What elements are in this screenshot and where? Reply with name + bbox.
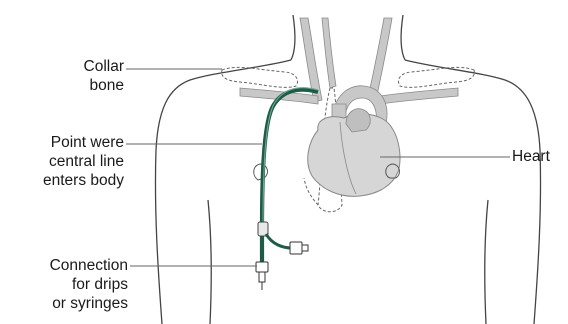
label-heart-line1: Heart [512, 147, 550, 166]
neck-right [401, 15, 405, 60]
label-collar-bone: Collar bone [84, 57, 124, 95]
label-collar-bone-line2: bone [84, 76, 124, 95]
right-subclavian [380, 88, 458, 104]
heart [308, 109, 400, 197]
pulmonary-trunk [346, 109, 370, 132]
label-entry-point-line1: Point were [43, 133, 124, 152]
label-connection-line3: or syringes [50, 294, 128, 313]
label-connection-line2: for drips [50, 275, 128, 294]
side-port-connector [290, 242, 308, 254]
label-heart: Heart [512, 147, 550, 166]
bottom-connector [256, 262, 268, 290]
carotid-artery [322, 18, 336, 88]
label-collar-bone-line1: Collar [84, 57, 124, 76]
label-connection: Connection for drips or syringes [50, 256, 128, 313]
label-entry-point: Point were central line enters body [43, 133, 124, 190]
right-armpit [485, 200, 488, 324]
central-line [256, 88, 318, 290]
left-armpit [208, 200, 211, 324]
side-port-tube [266, 234, 292, 248]
label-connection-line1: Connection [50, 256, 128, 275]
rib-hint [304, 178, 318, 205]
left-shoulder [155, 60, 291, 324]
right-shoulder [405, 60, 541, 324]
label-entry-point-line2: central line [43, 152, 124, 171]
label-entry-point-line3: enters body [43, 171, 124, 190]
neck-left [291, 15, 295, 60]
